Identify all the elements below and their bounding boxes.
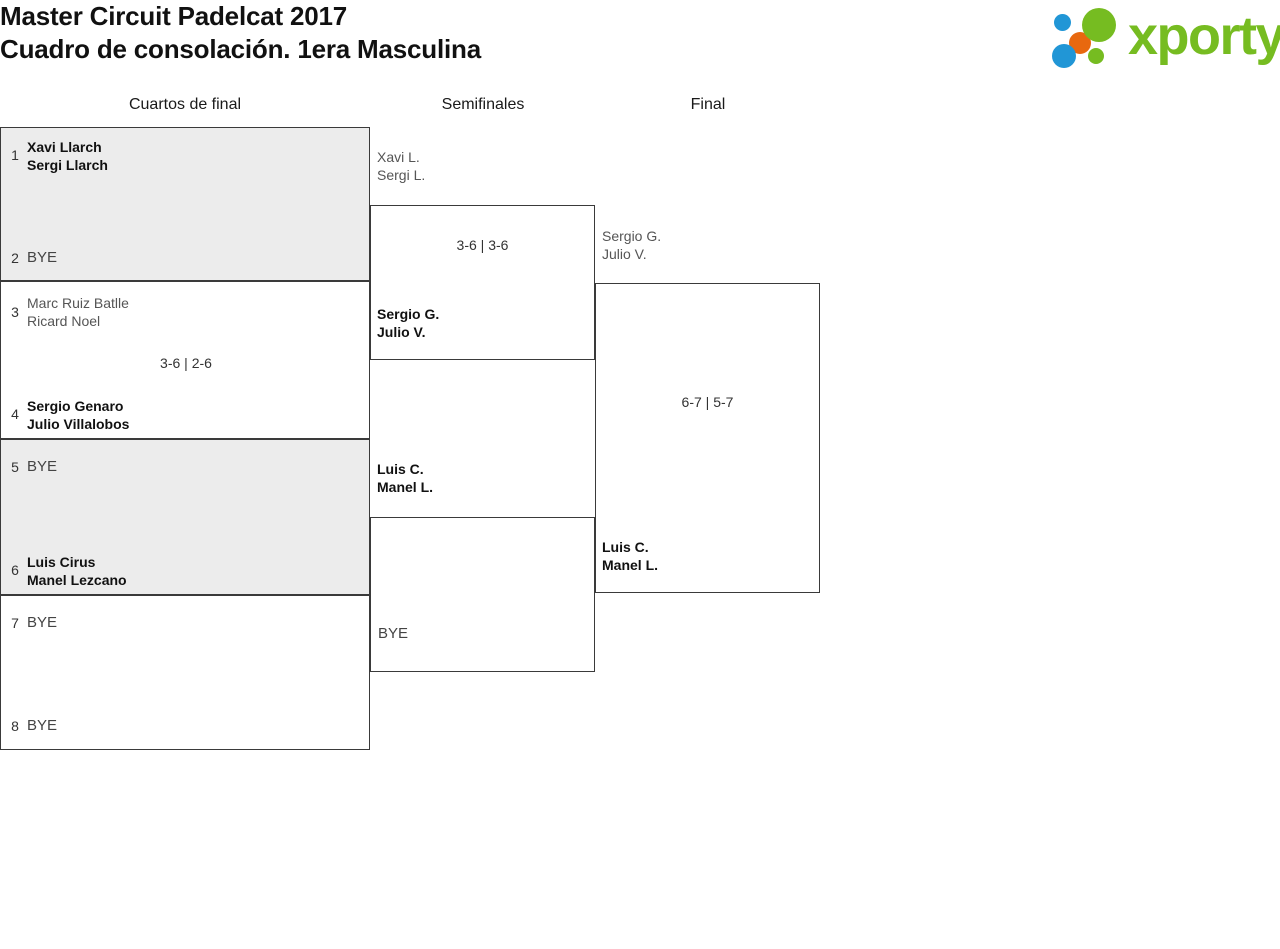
qf-match-1[interactable]: 1 Xavi Llarch Sergi Llarch 2 BYE bbox=[0, 127, 370, 281]
player-line-1: Luis C. bbox=[602, 539, 649, 555]
seed-number: 5 bbox=[11, 459, 19, 475]
final-match[interactable]: 6-7 | 5-7 Luis C. Manel L. bbox=[595, 283, 820, 593]
sf1-top-team: Xavi L. Sergi L. bbox=[377, 148, 425, 184]
final-top-team: Sergio G. Julio V. bbox=[602, 227, 661, 263]
player-line-1: BYE bbox=[27, 458, 58, 475]
seed-number: 6 bbox=[11, 562, 19, 578]
sf2-bottom-team: BYE bbox=[378, 625, 408, 643]
seed-number: 7 bbox=[11, 615, 19, 631]
player-line-1: Luis Cirus bbox=[27, 554, 96, 570]
player-line-1: BYE bbox=[27, 614, 58, 631]
final-score: 6-7 | 5-7 bbox=[681, 394, 734, 410]
round-header-semifinals: Semifinales bbox=[441, 96, 525, 113]
team-name: BYE bbox=[27, 249, 57, 267]
player-line-1: Marc Ruiz Batlle bbox=[27, 295, 129, 311]
player-line-2: Julio V. bbox=[602, 246, 647, 262]
team-name: Luis Cirus Manel Lezcano bbox=[27, 553, 127, 589]
dot-green-large bbox=[1082, 8, 1116, 42]
player-line-2: Sergi Llarch bbox=[27, 157, 108, 173]
player-line-1: BYE bbox=[378, 625, 409, 642]
team-name: BYE bbox=[27, 614, 57, 632]
logo-wordmark: xporty bbox=[1128, 6, 1280, 66]
player-line-1: Xavi Llarch bbox=[27, 139, 102, 155]
player-line-2: Julio V. bbox=[377, 324, 426, 340]
player-line-1: Sergio G. bbox=[602, 228, 662, 244]
team-name: Marc Ruiz Batlle Ricard Noel bbox=[27, 294, 129, 330]
dot-blue-bottom bbox=[1052, 44, 1076, 68]
round-header-final: Final bbox=[690, 96, 726, 113]
bracket-subtitle: Cuadro de consolación. 1era Masculina bbox=[0, 34, 481, 64]
page-title: Master Circuit Padelcat 2017 Cuadro de c… bbox=[0, 0, 481, 66]
player-line-2: Manel L. bbox=[377, 479, 434, 495]
seed-number: 2 bbox=[11, 250, 19, 266]
player-line-1: BYE bbox=[27, 249, 58, 266]
player-line-2: Julio Villalobos bbox=[27, 416, 130, 432]
player-line-2: Sergi L. bbox=[377, 167, 426, 183]
dot-blue-top bbox=[1054, 14, 1071, 31]
player-line-1: Xavi L. bbox=[377, 149, 420, 165]
logo-dots-icon bbox=[1052, 6, 1124, 68]
player-line-1: BYE bbox=[27, 717, 58, 734]
sf1-bottom-team: Sergio G. Julio V. bbox=[377, 305, 439, 341]
player-line-2: Manel L. bbox=[602, 557, 659, 573]
sf-match-1[interactable]: 3-6 | 3-6 Sergio G. Julio V. bbox=[370, 205, 595, 360]
dot-green-small bbox=[1088, 48, 1104, 64]
team-name: BYE bbox=[27, 458, 57, 476]
xporty-logo[interactable]: xporty bbox=[1052, 4, 1280, 68]
seed-number: 4 bbox=[11, 406, 19, 422]
player-line-1: Luis C. bbox=[377, 461, 424, 477]
qf-match-4[interactable]: 7 BYE 8 BYE bbox=[0, 595, 370, 750]
team-name: Xavi Llarch Sergi Llarch bbox=[27, 138, 108, 174]
dot-orange bbox=[1069, 32, 1091, 54]
sf-match-2[interactable]: BYE bbox=[370, 517, 595, 672]
player-line-1: Sergio G. bbox=[377, 306, 440, 322]
player-line-2: Manel Lezcano bbox=[27, 572, 127, 588]
sf1-score: 3-6 | 3-6 bbox=[456, 237, 509, 253]
qf-match-2[interactable]: 3 Marc Ruiz Batlle Ricard Noel 3-6 | 2-6… bbox=[0, 281, 370, 439]
seed-number: 8 bbox=[11, 718, 19, 734]
sf2-top-team: Luis C. Manel L. bbox=[377, 460, 433, 496]
round-header-quarterfinals: Cuartos de final bbox=[128, 96, 242, 113]
qf-score-2: 3-6 | 2-6 bbox=[160, 355, 212, 371]
qf-match-3[interactable]: 5 BYE 6 Luis Cirus Manel Lezcano bbox=[0, 439, 370, 595]
player-line-2: Ricard Noel bbox=[27, 313, 101, 329]
team-name: BYE bbox=[27, 717, 57, 735]
final-bottom-team: Luis C. Manel L. bbox=[602, 538, 658, 574]
player-line-1: Sergio Genaro bbox=[27, 398, 124, 414]
team-name: Sergio Genaro Julio Villalobos bbox=[27, 397, 129, 433]
tournament-name: Master Circuit Padelcat 2017 bbox=[0, 1, 348, 31]
seed-number: 1 bbox=[11, 147, 19, 163]
seed-number: 3 bbox=[11, 304, 19, 320]
